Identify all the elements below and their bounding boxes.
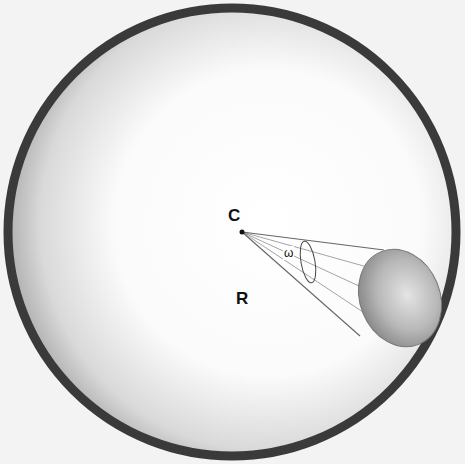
area-disc bbox=[344, 237, 456, 360]
angle-label: ω bbox=[283, 246, 294, 260]
cone-line bbox=[242, 232, 384, 250]
cone-line bbox=[242, 232, 378, 270]
center-label: C bbox=[228, 207, 240, 224]
sphere bbox=[8, 8, 456, 456]
angle-arc bbox=[297, 240, 318, 284]
center-point bbox=[240, 230, 245, 235]
cone-line bbox=[242, 232, 372, 292]
cone-line bbox=[242, 232, 366, 314]
radius-label: R bbox=[236, 290, 248, 307]
cone-line bbox=[242, 232, 360, 336]
